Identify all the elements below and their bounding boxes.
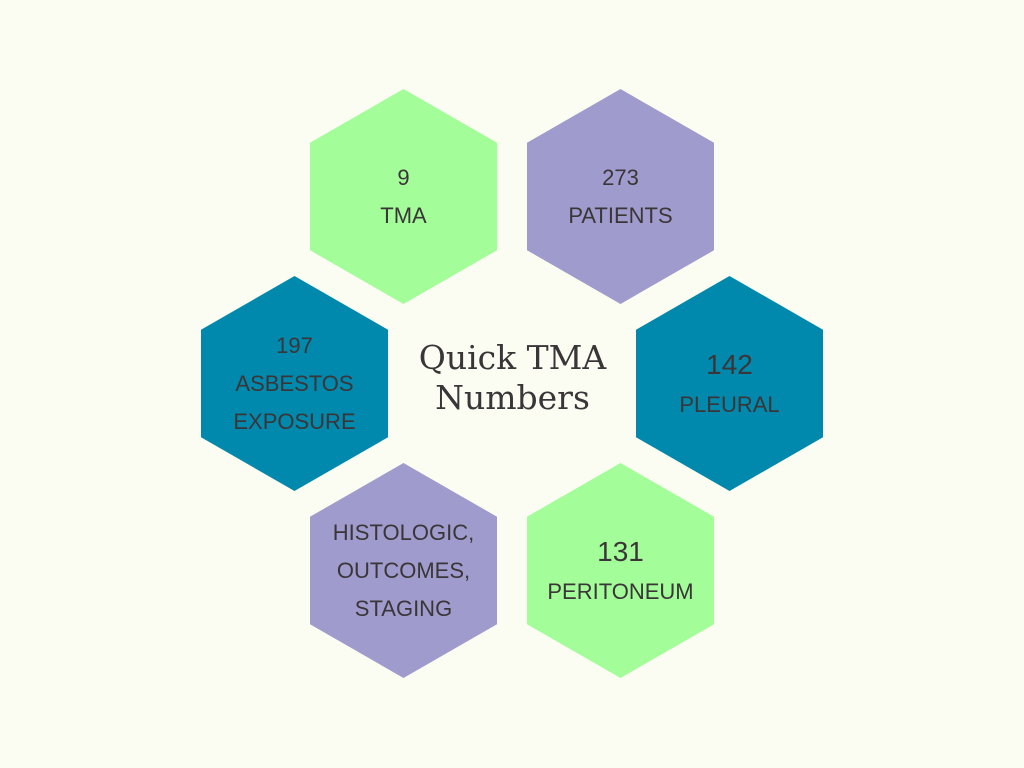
hexagon-pleural: 142 PLEURAL	[636, 276, 823, 491]
hexagon-histologic: HISTOLOGIC, OUTCOMES, STAGING	[310, 463, 497, 678]
asbestos-label-1: ASBESTOS	[235, 370, 354, 396]
center-title: Quick TMA Numbers	[400, 338, 625, 418]
asbestos-count: 197	[276, 332, 313, 358]
pleural-count: 142	[706, 348, 753, 380]
patients-label: PATIENTS	[568, 202, 673, 228]
hexagon-patients: 273 PATIENTS	[527, 89, 714, 304]
hexagon-asbestos: 197 ASBESTOS EXPOSURE	[201, 276, 388, 491]
asbestos-label-2: EXPOSURE	[233, 408, 356, 434]
tma-label: TMA	[380, 202, 427, 228]
peritoneum-label: PERITONEUM	[547, 578, 694, 604]
peritoneum-count: 131	[597, 535, 644, 567]
title-line-1: Quick TMA	[418, 338, 607, 377]
histologic-label-1: HISTOLOGIC,	[332, 519, 475, 545]
histologic-label-3: STAGING	[354, 595, 453, 621]
histologic-label-2: OUTCOMES,	[336, 557, 471, 583]
hexagon-tma: 9 TMA	[310, 89, 497, 304]
pleural-label: PLEURAL	[679, 391, 780, 417]
title-line-2: Numbers	[435, 378, 590, 417]
hexagon-peritoneum: 131 PERITONEUM	[527, 463, 714, 678]
tma-count: 9	[397, 164, 410, 190]
patients-count: 273	[602, 164, 639, 190]
